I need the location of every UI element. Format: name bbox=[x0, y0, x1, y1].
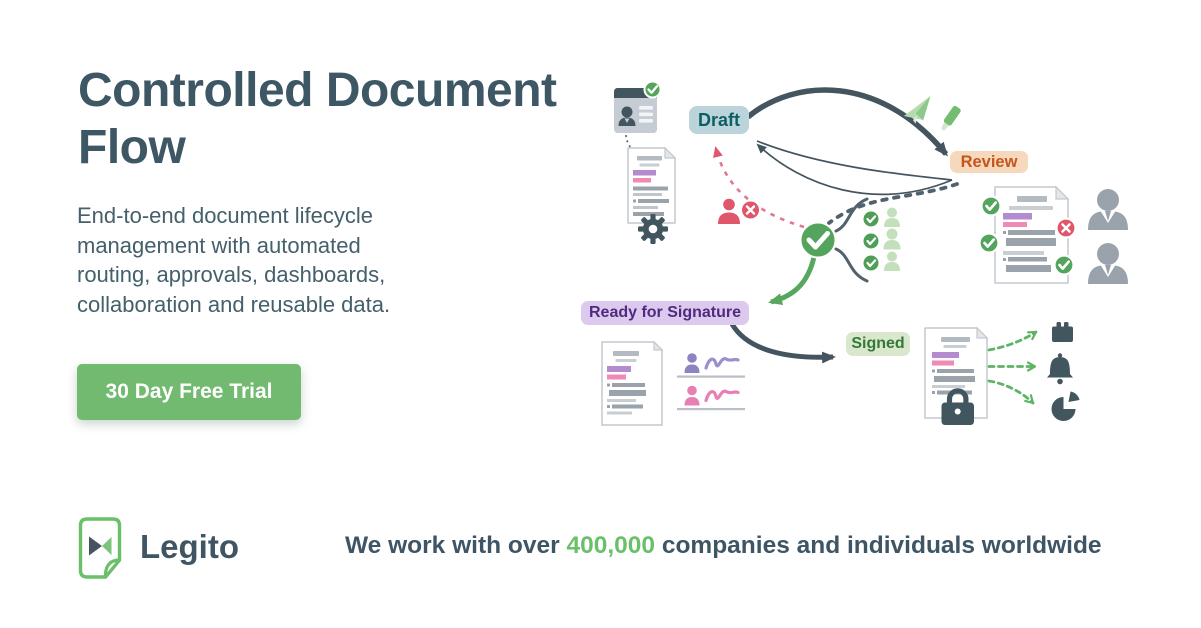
hero-description: End-to-end document lifecycle management… bbox=[77, 203, 391, 317]
brand-name: Legito bbox=[140, 528, 239, 565]
tagline-suffix: companies and individuals worldwide bbox=[655, 532, 1102, 559]
highlighter-icon bbox=[941, 105, 961, 131]
paper-plane-icon bbox=[903, 96, 931, 124]
approver-row bbox=[863, 251, 900, 271]
check-circle-icon bbox=[1053, 254, 1075, 276]
check-circle-icon bbox=[978, 232, 1000, 254]
check-circle-icon bbox=[980, 195, 1002, 217]
calendar-icon bbox=[1052, 322, 1073, 342]
signature-document-icon bbox=[601, 340, 664, 426]
check-badge-icon bbox=[643, 80, 662, 99]
businessman-icon bbox=[1088, 243, 1128, 284]
page-title: Controlled Document Flow bbox=[78, 64, 557, 174]
document-flow-diagram bbox=[601, 80, 1128, 426]
stage-badge-review: Review bbox=[950, 151, 1028, 173]
arrow-draft-to-review bbox=[746, 87, 949, 157]
signed-output-arrows bbox=[987, 330, 1038, 405]
arrow-review-to-draft bbox=[756, 140, 953, 196]
arrow-review-to-approval-dashed bbox=[827, 182, 959, 225]
tagline-highlight: 400,000 bbox=[566, 532, 656, 559]
footer-tagline: We work with over 400,000 companies and … bbox=[345, 532, 1102, 560]
bell-icon bbox=[1047, 353, 1073, 385]
x-circle-icon bbox=[742, 201, 759, 219]
stage-badge-ready-for-signature: Ready for Signature bbox=[581, 301, 749, 325]
signed-document-icon bbox=[924, 326, 989, 425]
approver-row bbox=[863, 207, 900, 227]
stage-badge-draft: Draft bbox=[689, 106, 749, 134]
draft-document-icon bbox=[627, 146, 677, 244]
approver-branch-brace bbox=[834, 197, 869, 283]
arrow-signature-to-signed bbox=[729, 322, 836, 364]
approver-row bbox=[863, 228, 901, 250]
businessman-icon bbox=[1088, 189, 1128, 230]
gear-icon bbox=[638, 214, 668, 244]
lock-icon bbox=[941, 388, 974, 425]
rejected-user-icon bbox=[718, 198, 759, 224]
pie-chart-icon bbox=[1051, 391, 1080, 421]
signature-row-purple bbox=[677, 353, 745, 378]
signature-row-pink bbox=[677, 385, 745, 411]
connector-card-to-document bbox=[625, 134, 632, 150]
legito-logo-document-icon bbox=[78, 517, 122, 579]
free-trial-button[interactable]: 30 Day Free Trial bbox=[77, 364, 301, 420]
tagline-prefix: We work with over bbox=[345, 532, 567, 559]
arrow-approval-to-signature bbox=[768, 256, 817, 306]
stage-badge-signed: Signed bbox=[846, 332, 910, 356]
x-circle-icon bbox=[1055, 217, 1077, 239]
approval-check-circle bbox=[799, 221, 837, 259]
reviewed-document-icon bbox=[978, 185, 1077, 284]
id-card-with-check-icon bbox=[614, 80, 662, 133]
